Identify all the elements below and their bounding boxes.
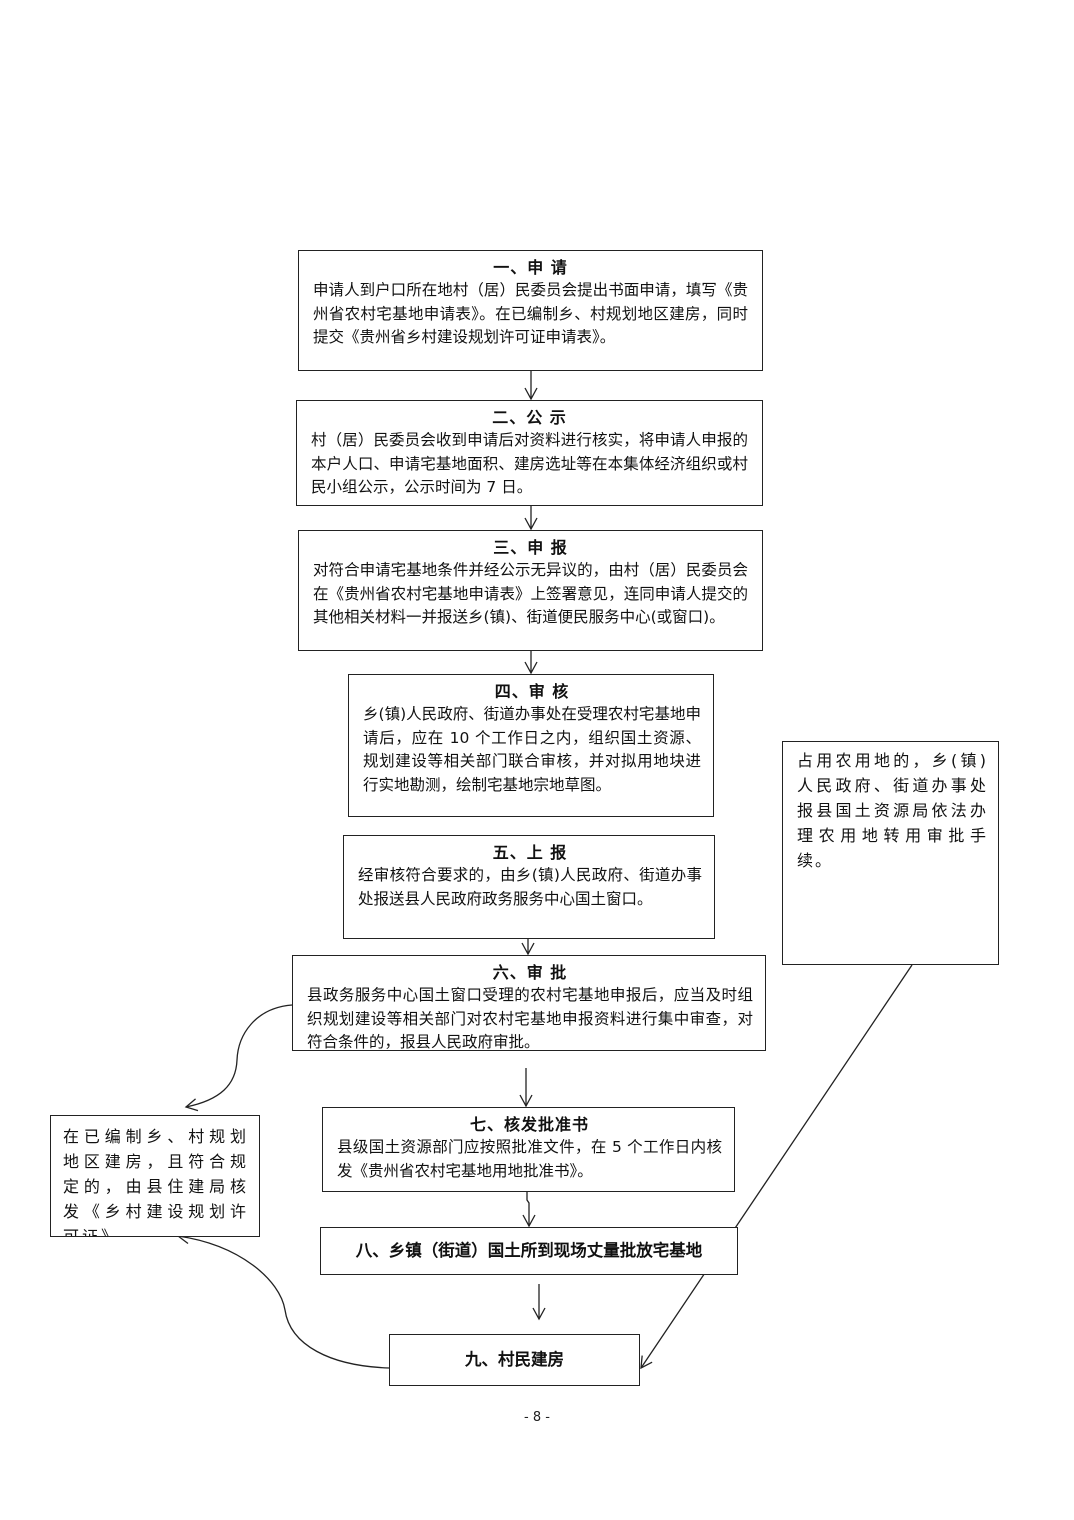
step-4-body: 乡(镇)人民政府、街道办事处在受理农村宅基地申请后，应在 10 个工作日之内，组… <box>363 705 701 794</box>
step-5-title: 五、上 报 <box>492 843 568 862</box>
side-note-farmland-conversion: 占用农用地的，乡(镇)人民政府、街道办事处报县国土资源局依法办理农用地转用审批手… <box>782 741 999 965</box>
step-6-title: 六、审 批 <box>492 963 568 982</box>
side-note-planning-permit: 在已编制乡、村规划地区建房，且符合规定的，由县住建局核发《乡村建设规划许可证》 <box>50 1115 260 1237</box>
step-3-submission: 三、申 报 对符合申请宅基地条件并经公示无异议的，由村（居）民委员会在《贵州省农… <box>298 530 763 651</box>
step-7-body: 县级国土资源部门应按照批准文件，在 5 个工作日内核发《贵州省农村宅基地用地批准… <box>337 1138 722 1180</box>
arrow-step7-to-step8 <box>522 1192 536 1228</box>
step-2-body: 村（居）民委员会收到申请后对资料进行核实，将申请人申报的本户人口、申请宅基地面积… <box>311 431 748 496</box>
step-1-body: 申请人到户口所在地村（居）民委员会提出书面申请，填写《贵州省农村宅基地申请表》。… <box>313 281 748 346</box>
step-6-body: 县政务服务中心国土窗口受理的农村宅基地申报后，应当及时组织规划建设等相关部门对农… <box>307 986 753 1051</box>
step-4-title: 四、审 核 <box>494 682 570 701</box>
step-5-report: 五、上 报 经审核符合要求的，由乡(镇)人民政府、街道办事处报送县人民政府政务服… <box>343 835 715 939</box>
step-8-title: 八、乡镇（街道）国土所到现场丈量批放宅基地 <box>355 1241 703 1260</box>
step-4-review: 四、审 核 乡(镇)人民政府、街道办事处在受理农村宅基地申请后，应在 10 个工… <box>348 674 714 817</box>
step-5-body: 经审核符合要求的，由乡(镇)人民政府、街道办事处报送县人民政府政务服务中心国土窗… <box>358 866 702 908</box>
step-1-application: 一、申 请 申请人到户口所在地村（居）民委员会提出书面申请，填写《贵州省农村宅基… <box>298 250 763 371</box>
side-note-left-text: 在已编制乡、村规划地区建房，且符合规定的，由县住建局核发《乡村建设规划许可证》 <box>63 1127 249 1237</box>
step-8-site-measurement: 八、乡镇（街道）国土所到现场丈量批放宅基地 <box>320 1227 738 1275</box>
step-3-body: 对符合申请宅基地条件并经公示无异议的，由村（居）民委员会在《贵州省农村宅基地申请… <box>313 561 748 626</box>
step-2-publicity: 二、公 示 村（居）民委员会收到申请后对资料进行核实，将申请人申报的本户人口、申… <box>296 400 763 506</box>
step-3-title: 三、申 报 <box>493 538 568 557</box>
step-2-title: 二、公 示 <box>492 408 567 427</box>
step-9-title: 九、村民建房 <box>465 1350 564 1369</box>
step-1-title: 一、申 请 <box>493 258 568 277</box>
step-7-title: 七、核发批准书 <box>469 1115 589 1134</box>
curve-step6-to-left-note <box>184 1004 293 1112</box>
step-6-approval: 六、审 批 县政务服务中心国土窗口受理的农村宅基地申报后，应当及时组织规划建设等… <box>292 955 766 1051</box>
step-7-issue-permit: 七、核发批准书 县级国土资源部门应按照批准文件，在 5 个工作日内核发《贵州省农… <box>322 1107 735 1192</box>
step-9-villager-build: 九、村民建房 <box>389 1334 640 1386</box>
side-note-right-text: 占用农用地的，乡(镇)人民政府、街道办事处报县国土资源局依法办理农用地转用审批手… <box>797 751 988 870</box>
page-number: - 8 - <box>524 1410 550 1425</box>
